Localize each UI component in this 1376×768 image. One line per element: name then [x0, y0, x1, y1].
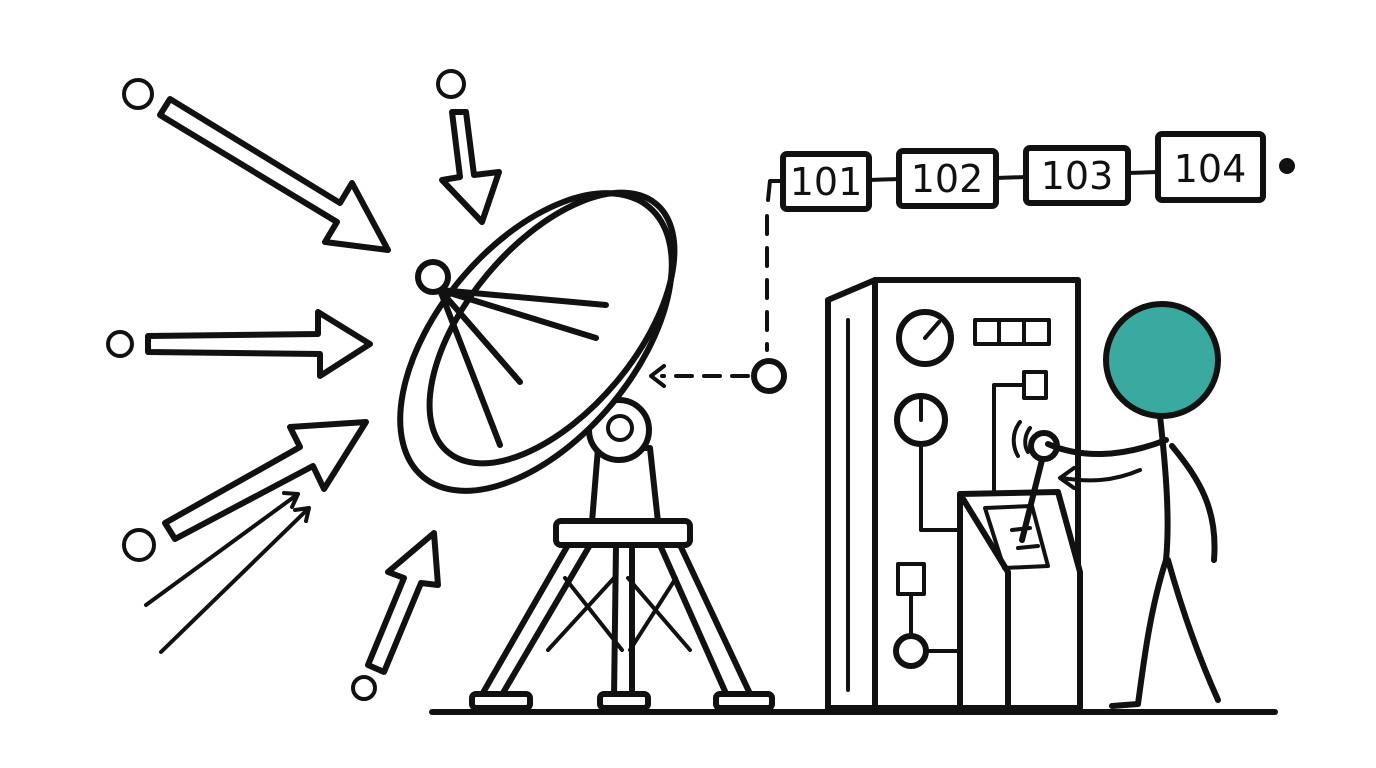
sequence-box-104: 104	[1155, 131, 1266, 203]
signal-1	[122, 78, 391, 253]
sequence-box-frame	[1155, 131, 1266, 203]
feed-horn	[415, 259, 451, 295]
signal-5	[351, 530, 441, 701]
sequence-end-dot	[1279, 158, 1295, 174]
operator-arm-back	[1169, 443, 1218, 563]
pull-motion-arrow	[1058, 466, 1142, 490]
signal-arrow	[157, 96, 391, 253]
tower-leg-left	[477, 542, 593, 701]
signal-stream-line	[144, 491, 300, 607]
signal-source-node	[122, 78, 154, 110]
console-wire	[992, 383, 1026, 532]
dish-rim	[397, 190, 675, 494]
sequence-box-label: 102	[911, 157, 984, 201]
signal-arrow	[145, 309, 373, 379]
operator-leg-left	[1109, 557, 1169, 709]
link-arrowhead	[649, 364, 666, 388]
operator-head	[1103, 301, 1221, 419]
sequence-connector	[1126, 170, 1160, 175]
signal-3	[106, 309, 373, 379]
incoming-signals	[106, 69, 502, 701]
gauge-needle	[923, 320, 941, 340]
operator-arm-reaching	[1045, 437, 1169, 457]
sequence-box-101: 101	[780, 151, 872, 212]
operator-torso	[1157, 413, 1171, 563]
console-wire	[919, 442, 962, 532]
signal-4	[122, 419, 369, 654]
feed-struts	[437, 287, 609, 448]
sequence-connector	[994, 175, 1028, 180]
sequence-box-102: 102	[896, 148, 999, 209]
mount-bolt	[606, 414, 634, 442]
sequence-box-label: 104	[1174, 147, 1247, 191]
control-console-icon	[825, 277, 1083, 711]
sequence-box-103: 103	[1023, 145, 1131, 206]
link-node	[751, 358, 787, 394]
control-link	[649, 179, 787, 394]
sequence-box-label: 103	[1041, 154, 1114, 198]
sequence-box-label: 101	[790, 160, 863, 204]
satellite-dish-icon	[397, 189, 775, 711]
tower-platform	[553, 518, 693, 548]
sequence-box-frame	[1023, 145, 1131, 206]
signal-2	[436, 69, 502, 225]
lever-housing	[957, 489, 1083, 711]
motion-mark	[1023, 426, 1032, 454]
tower-leg-center	[611, 542, 635, 701]
stick-figure-icon	[1045, 301, 1221, 709]
tower-cross-braces	[546, 576, 692, 652]
dish-bowl	[426, 189, 678, 467]
signal-arrow	[439, 109, 502, 225]
link-lead	[766, 179, 785, 202]
signal-source-node	[122, 528, 156, 562]
tower-leg-right	[657, 542, 755, 701]
sequence-box-frame	[780, 151, 872, 212]
signal-source-node	[106, 330, 134, 358]
operator-leg-right	[1165, 557, 1221, 703]
sequence-box-frame	[896, 148, 999, 209]
signal-arrow	[162, 419, 369, 542]
signal-stream-line	[159, 506, 311, 654]
gauge-dial	[896, 309, 954, 367]
control-lever	[1019, 449, 1047, 543]
signal-source-node	[436, 69, 466, 99]
indicator-strip	[973, 318, 1051, 346]
signal-source-node	[351, 675, 377, 701]
dish-tower	[469, 445, 775, 711]
sequence-chain: 101 102 103 104	[780, 131, 1295, 212]
signal-arrow	[365, 530, 441, 675]
tower-foot	[597, 691, 651, 711]
tower-foot	[713, 691, 775, 711]
motion-mark	[1011, 420, 1022, 458]
tower-foot	[469, 691, 533, 711]
sequence-connector	[867, 177, 901, 182]
lever-slot	[983, 504, 1050, 570]
dish-reflector	[397, 189, 678, 494]
